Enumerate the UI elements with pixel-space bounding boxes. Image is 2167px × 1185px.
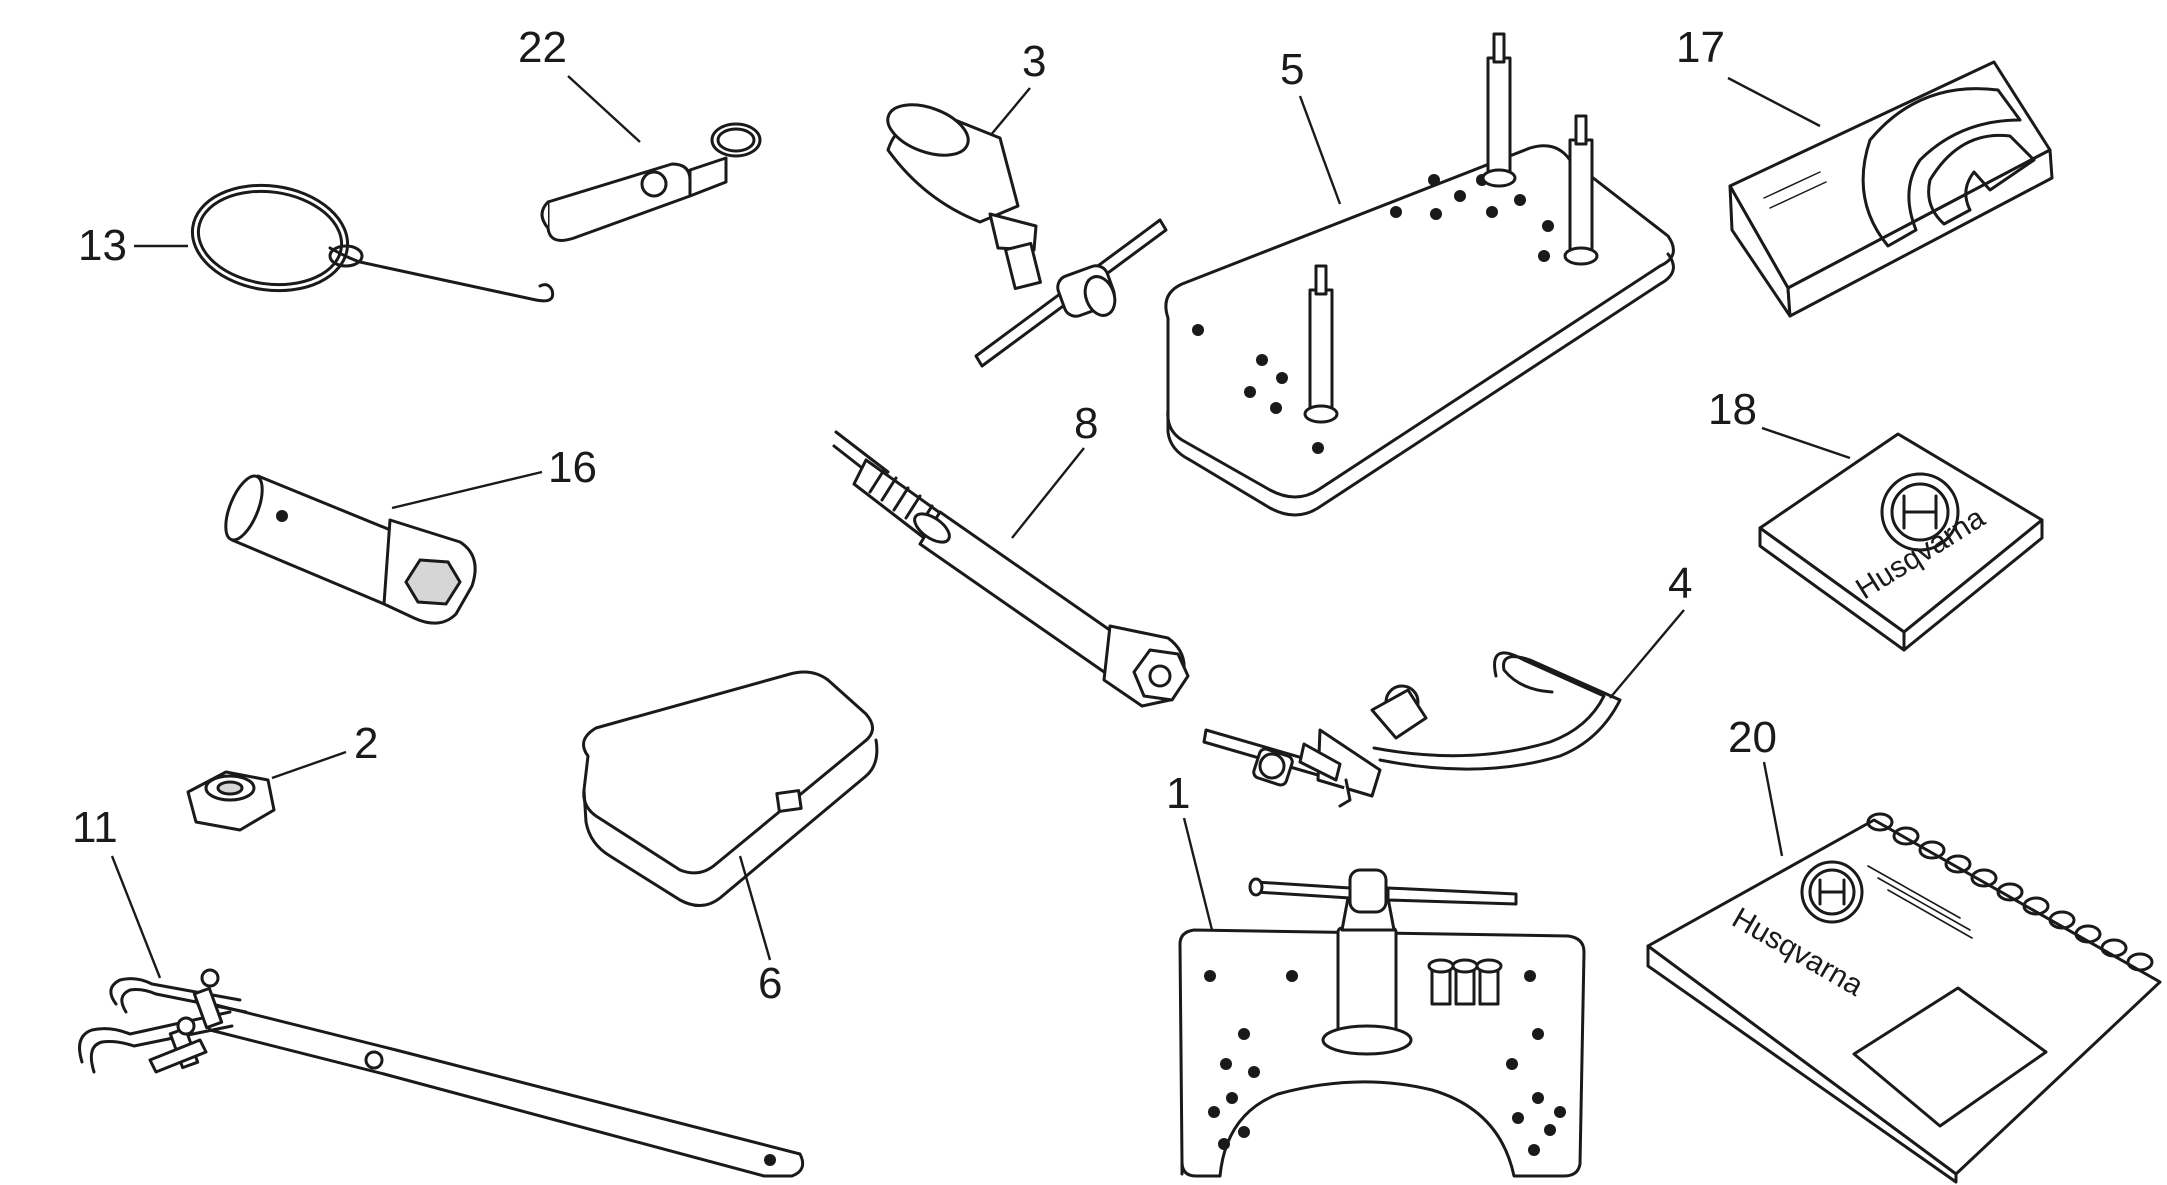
callout-17: 17 bbox=[1676, 23, 1725, 72]
callout-16: 16 bbox=[548, 443, 597, 492]
callout-5: 5 bbox=[1280, 45, 1304, 94]
part-1-press-plate bbox=[1178, 868, 1586, 1178]
callout-6: 6 bbox=[758, 959, 782, 1008]
part-13-ring-hook bbox=[190, 183, 555, 303]
part-3-t-handle-puller bbox=[886, 103, 1168, 368]
callout-13: 13 bbox=[78, 221, 127, 270]
part-22-key-strap bbox=[540, 122, 762, 242]
callout-20: 20 bbox=[1728, 713, 1777, 762]
callout-8: 8 bbox=[1074, 399, 1098, 448]
callout-11: 11 bbox=[72, 803, 118, 852]
part-5-support-plate bbox=[1164, 32, 1675, 517]
part-6-tool-case bbox=[582, 670, 879, 907]
part-8-bolt-tool bbox=[832, 430, 1190, 708]
callout-2: 2 bbox=[354, 719, 378, 768]
part-2-nut bbox=[186, 770, 276, 832]
part-4-bent-rod bbox=[1202, 651, 1622, 808]
part-17-booklet bbox=[1728, 60, 2054, 318]
callout-22: 22 bbox=[518, 23, 567, 72]
callout-18: 18 bbox=[1708, 385, 1757, 434]
part-16-plug-spanner bbox=[224, 474, 477, 625]
callout-4: 4 bbox=[1668, 559, 1692, 608]
part-11-holding-wrench bbox=[78, 968, 805, 1178]
part-20-spiral-manual: Husqvarna bbox=[1646, 812, 2162, 1184]
part-18-small-booklet: Husqvarna bbox=[1758, 432, 2044, 652]
leader-lines bbox=[110, 75, 1851, 979]
callout-1: 1 bbox=[1166, 769, 1190, 818]
callout-3: 3 bbox=[1022, 37, 1046, 86]
